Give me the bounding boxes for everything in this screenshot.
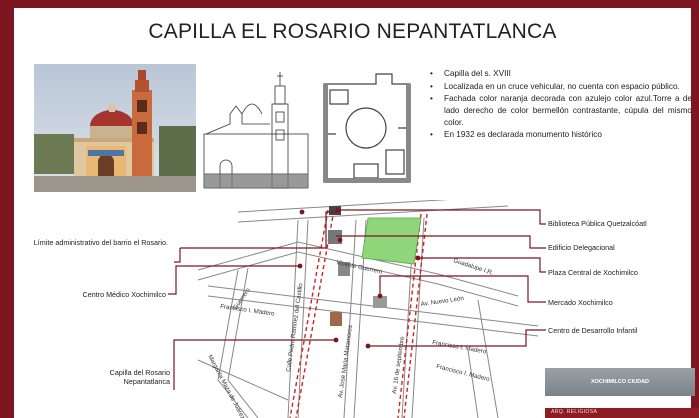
page-title: CAPILLA EL ROSARIO NEPANTATLANCA [148,20,557,43]
list-item: En 1932 es declarada monumento histórico [430,129,692,141]
list-item: Fachada color naranja decorada con azule… [430,93,692,128]
footer-thumbnail: XOCHIMILCO CIUDAD [545,368,695,396]
label-centro-medico: Centro Médico Xochimilco [82,290,167,299]
label-limite-administrativo: Límite administrativo del barrio el Rosa… [33,238,168,247]
footer-thumbnail-text: XOCHIMILCO CIUDAD [590,379,650,385]
right-frame-bar [691,0,699,418]
top-frame-bar [0,0,699,8]
label-plaza-central: Plaza Central de Xochimilco [548,268,638,277]
list-item: Localizada en un cruce vehicular, no cue… [430,81,692,93]
list-item: Capilla del s. XVIII [430,68,692,80]
footer-bar: ARQ. RELIGIOSA [545,408,699,418]
label-capilla-rosario: Capilla del Rosario Nepantatlanca [109,368,170,387]
description-list: Capilla del s. XVIII Localizada en un cr… [430,68,692,142]
label-centro-desarrollo: Centro de Desarrollo Infantil [548,326,638,335]
chapel-floor-plan [316,64,418,192]
left-frame-bar [0,0,14,418]
label-mercado: Mercado Xochimilco [548,298,613,307]
plaza-area [361,217,422,265]
label-biblioteca: Biblioteca Pública Quetzalcóatl [548,219,647,228]
chapel-elevation-drawing [200,64,312,192]
chapel-photo [34,64,196,192]
label-edificio-delegacional: Edificio Delegacional [548,243,615,252]
